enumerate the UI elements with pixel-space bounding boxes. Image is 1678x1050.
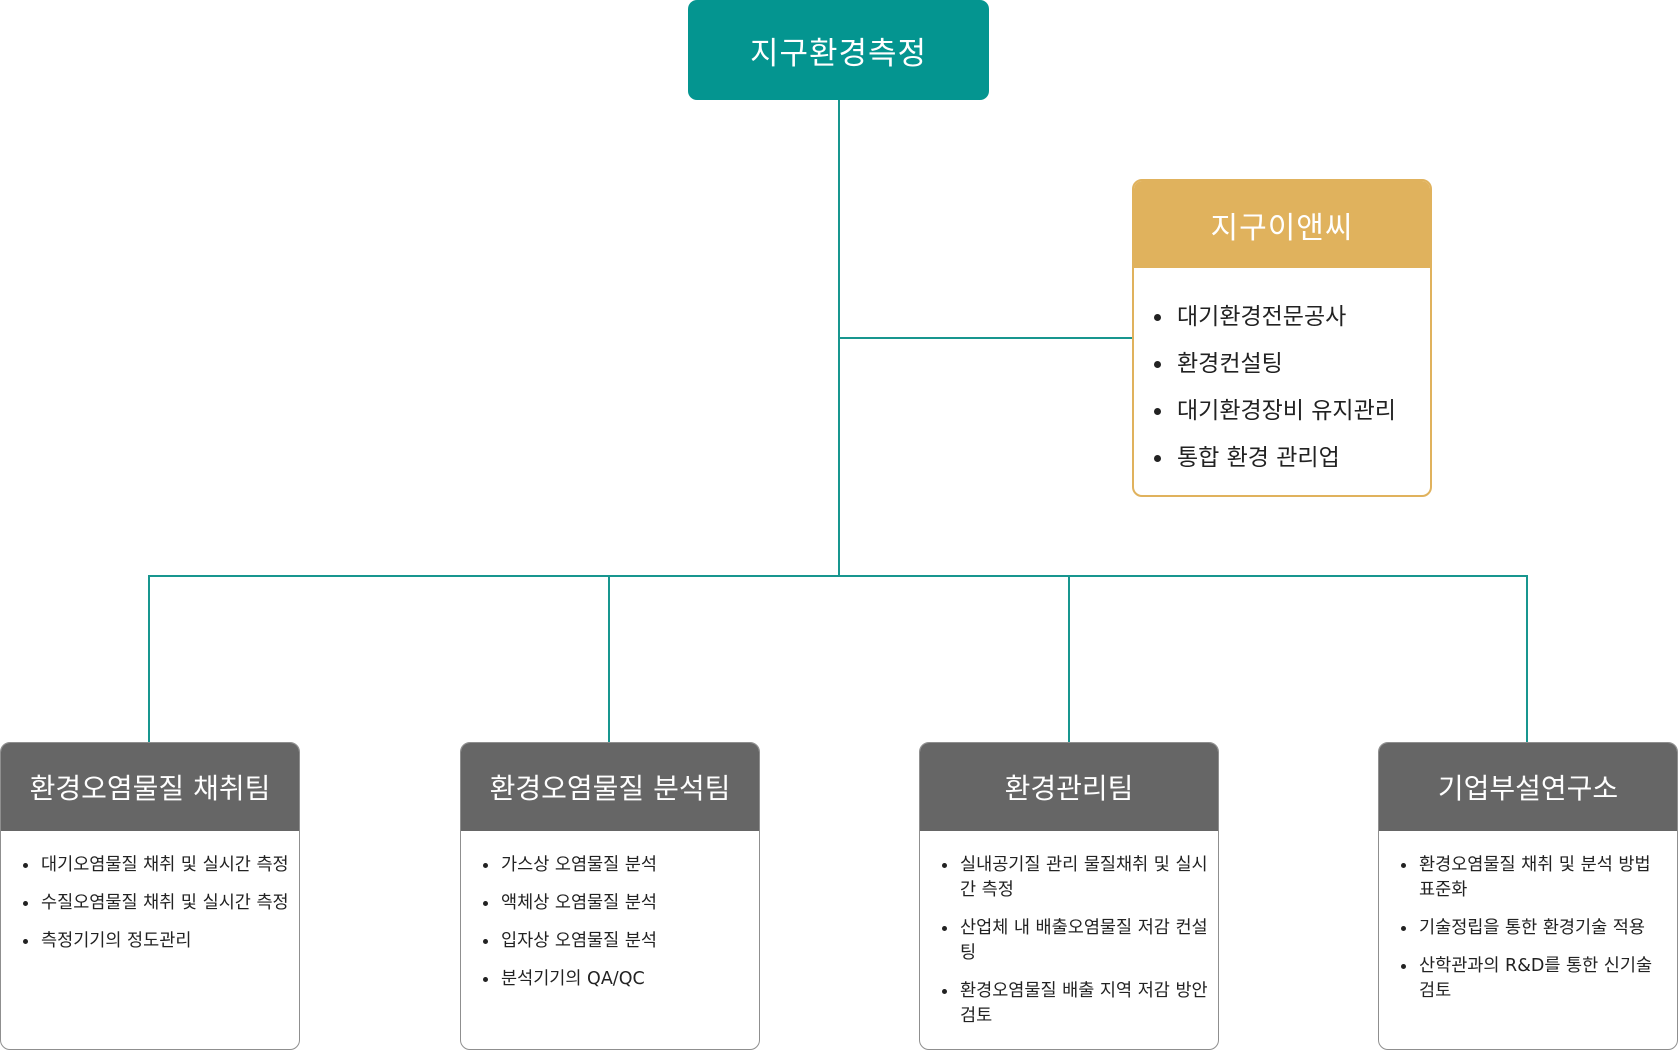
team-list: 대기오염물질 채취 및 실시간 측정 수질오염물질 채취 및 실시간 측정 측정… — [1, 831, 299, 954]
affiliate-item: 통합 환경 관리업 — [1154, 435, 1430, 482]
team-item: 환경오염물질 채취 및 분석 방법 표준화 — [1399, 853, 1667, 903]
team-item: 수질오염물질 채취 및 실시간 측정 — [21, 891, 289, 916]
affiliate-list: 대기환경전문공사 환경컨설팅 대기환경장비 유지관리 통합 환경 관리업 — [1134, 268, 1430, 482]
team-item: 산학관과의 R&D를 통한 신기술 검토 — [1399, 954, 1667, 1004]
team-title: 환경오염물질 분석팀 — [489, 772, 731, 805]
connector-team-3 — [1068, 575, 1070, 742]
org-top-title: 지구환경측정 — [749, 35, 928, 72]
connector-horizontal-bus — [148, 575, 1528, 577]
team-node-sampling: 환경오염물질 채취팀 대기오염물질 채취 및 실시간 측정 수질오염물질 채취 … — [0, 742, 300, 1050]
team-item: 산업체 내 배출오염물질 저감 컨설팅 — [940, 916, 1208, 966]
team-node-research-lab: 기업부설연구소 환경오염물질 채취 및 분석 방법 표준화 기술정립을 통한 환… — [1378, 742, 1678, 1050]
team-item: 가스상 오염물질 분석 — [481, 853, 749, 878]
team-node-management: 환경관리팀 실내공기질 관리 물질채취 및 실시간 측정 산업체 내 배출오염물… — [919, 742, 1219, 1050]
team-item: 분석기기의 QA/QC — [481, 967, 749, 992]
team-node-analysis: 환경오염물질 분석팀 가스상 오염물질 분석 액체상 오염물질 분석 입자상 오… — [460, 742, 760, 1050]
connector-team-2 — [608, 575, 610, 742]
team-title: 환경오염물질 채취팀 — [29, 772, 271, 805]
team-item: 액체상 오염물질 분석 — [481, 891, 749, 916]
team-list: 가스상 오염물질 분석 액체상 오염물질 분석 입자상 오염물질 분석 분석기기… — [461, 831, 759, 992]
team-item: 대기오염물질 채취 및 실시간 측정 — [21, 853, 289, 878]
team-item: 기술정립을 통한 환경기술 적용 — [1399, 916, 1667, 941]
affiliate-item: 환경컨설팅 — [1154, 341, 1430, 388]
team-header: 기업부설연구소 — [1379, 743, 1677, 831]
team-item: 실내공기질 관리 물질채취 및 실시간 측정 — [940, 853, 1208, 903]
affiliate-title: 지구이앤씨 — [1210, 210, 1354, 246]
connector-affiliate — [838, 337, 1132, 339]
team-item: 입자상 오염물질 분석 — [481, 929, 749, 954]
team-header: 환경오염물질 채취팀 — [1, 743, 299, 831]
connector-team-4 — [1526, 575, 1528, 742]
team-title: 기업부설연구소 — [1437, 772, 1619, 805]
org-top-node: 지구환경측정 — [688, 0, 989, 100]
affiliate-node: 지구이앤씨 대기환경전문공사 환경컨설팅 대기환경장비 유지관리 통합 환경 관… — [1132, 179, 1432, 497]
team-header: 환경관리팀 — [920, 743, 1218, 831]
affiliate-item: 대기환경전문공사 — [1154, 294, 1430, 341]
team-list: 실내공기질 관리 물질채취 및 실시간 측정 산업체 내 배출오염물질 저감 컨… — [920, 831, 1218, 1029]
team-list: 환경오염물질 채취 및 분석 방법 표준화 기술정립을 통한 환경기술 적용 산… — [1379, 831, 1677, 1004]
team-item: 환경오염물질 배출 지역 저감 방안 검토 — [940, 979, 1208, 1029]
team-title: 환경관리팀 — [1004, 772, 1134, 805]
team-header: 환경오염물질 분석팀 — [461, 743, 759, 831]
connector-team-1 — [148, 575, 150, 742]
affiliate-header: 지구이앤씨 — [1134, 181, 1430, 268]
team-item: 측정기기의 정도관리 — [21, 929, 289, 954]
affiliate-item: 대기환경장비 유지관리 — [1154, 388, 1430, 435]
